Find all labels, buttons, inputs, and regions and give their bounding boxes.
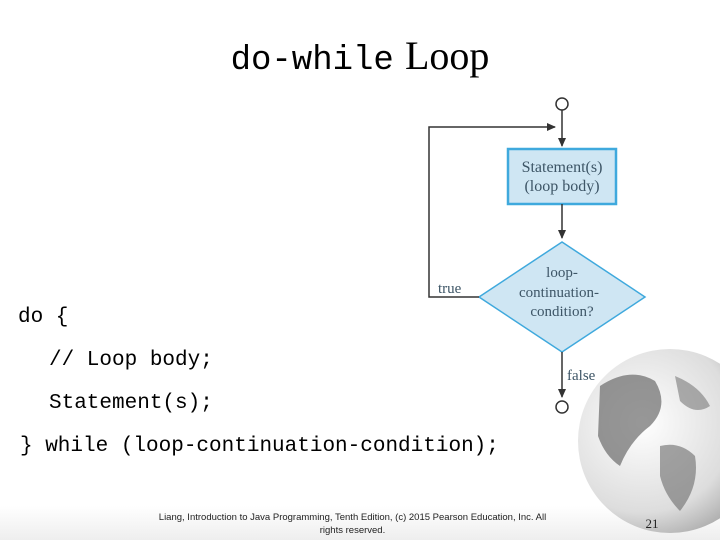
false-label: false	[567, 368, 596, 384]
footer-line2: rights reserved.	[319, 525, 386, 536]
title-text: Loop	[404, 33, 490, 78]
code-line-comment: // Loop body;	[49, 349, 213, 372]
true-loop-path	[428, 123, 556, 298]
condition-line3: condition?	[530, 304, 594, 320]
title-code: do-while	[230, 42, 394, 80]
statement-box	[506, 147, 618, 206]
page-number: 21	[645, 516, 659, 531]
end-terminal	[555, 400, 569, 414]
true-label: true	[438, 281, 462, 297]
globe-watermark	[578, 349, 720, 533]
statement-line1: Statement(s)	[522, 159, 603, 176]
code-line-do: do {	[18, 306, 69, 329]
start-terminal	[555, 97, 569, 111]
footer-line1: Liang, Introduction to Java Programming,…	[158, 512, 547, 523]
code-line-statement: Statement(s);	[49, 392, 213, 415]
footer-bar	[0, 506, 720, 540]
code-line-while: } while (loop-continuation-condition);	[20, 435, 499, 458]
statement-line2: (loop body)	[524, 178, 599, 195]
slide-title: do-while Loop	[0, 32, 720, 80]
slide-footer: Liang, Introduction to Java Programming,…	[140, 511, 565, 537]
condition-line2: continuation-	[519, 285, 599, 301]
condition-line1: loop-	[546, 265, 578, 281]
